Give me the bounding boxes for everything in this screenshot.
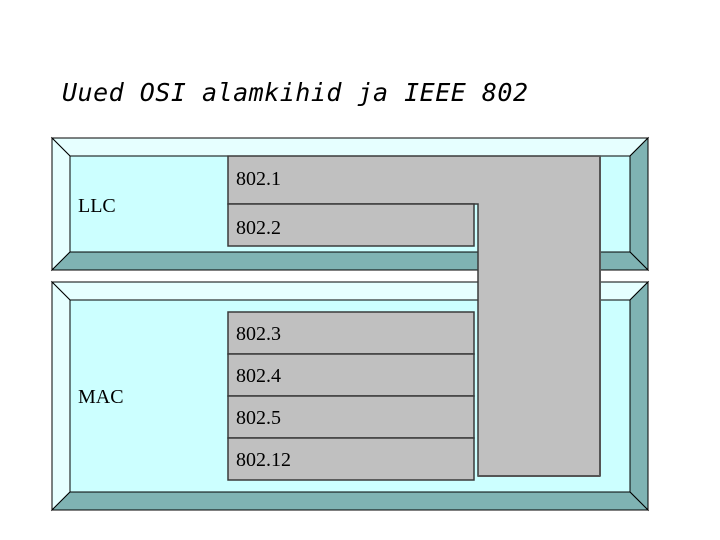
- box-802-2: [227, 203, 475, 247]
- label-802-4: 802.4: [236, 365, 281, 387]
- label-802-5: 802.5: [236, 407, 281, 429]
- box-802-12: [227, 437, 475, 481]
- box-802-4: [227, 353, 475, 397]
- label-802-1: 802.1: [236, 168, 281, 190]
- label-802-12: 802.12: [236, 449, 291, 471]
- label-802-3: 802.3: [236, 323, 281, 345]
- slide-title: Uued OSI alamkihid ja IEEE 802: [62, 78, 529, 107]
- llc-label: LLC: [78, 195, 116, 217]
- box-802-5: [227, 395, 475, 439]
- label-802-2: 802.2: [236, 217, 281, 239]
- mac-label: MAC: [78, 386, 124, 408]
